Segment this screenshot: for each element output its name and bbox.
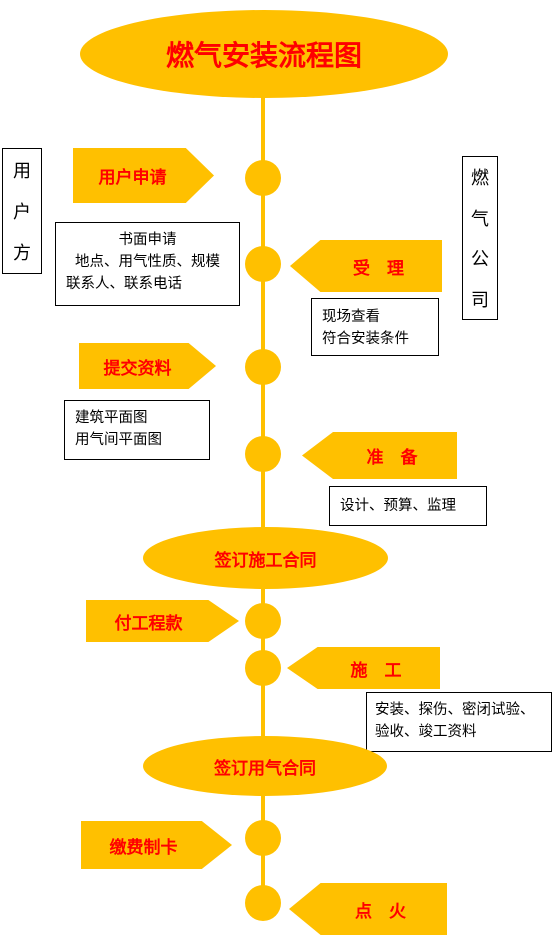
note-line: 设计、预算、监理 — [340, 498, 456, 514]
note-line: 用气间平面图 — [75, 432, 162, 448]
step-prepare-arrow: 准 备 — [302, 432, 457, 479]
note-line: 现场查看 — [322, 309, 380, 325]
step-construct-label: 施 工 — [350, 660, 402, 681]
step-accept-arrow: 受 理 — [290, 240, 442, 292]
step-ignite-arrow: 点 火 — [289, 883, 447, 935]
milestone-sign-contract: 签订施工合同 — [143, 527, 388, 589]
note-line: 建筑平面图 — [75, 410, 148, 426]
company-side-char: 燃 — [471, 168, 489, 190]
step-apply-arrow: 用户申请 — [73, 148, 214, 203]
step-pay-arrow: 付工程款 — [86, 600, 239, 642]
timeline-node — [245, 246, 281, 282]
milestone-sign-gas: 签订用气合同 — [143, 736, 387, 796]
step-pay-label: 付工程款 — [114, 613, 183, 634]
timeline-node — [245, 603, 281, 639]
company-side-char: 司 — [471, 289, 489, 311]
note-line: 验收、竣工资料 — [375, 724, 477, 740]
step-submit-label: 提交资料 — [103, 358, 172, 379]
milestone-sign-contract-label: 签订施工合同 — [214, 550, 317, 571]
timeline-node — [245, 820, 281, 856]
note-line: 地点、用气性质、规模 — [75, 254, 220, 270]
note-construct: 安装、探伤、密闭试验、 验收、竣工资料 — [366, 692, 552, 752]
company-side-label: 燃 气 公 司 — [462, 156, 498, 320]
user-side-label: 用 户 方 — [2, 148, 42, 274]
timeline-line — [261, 70, 265, 905]
company-side-char: 气 — [471, 208, 489, 230]
note-accept: 现场查看 符合安装条件 — [311, 298, 439, 356]
step-prepare-label: 准 备 — [366, 448, 418, 468]
step-card-label: 缴费制卡 — [109, 837, 178, 858]
company-side-char: 公 — [471, 249, 489, 271]
step-card-arrow: 缴费制卡 — [81, 821, 232, 869]
timeline-node — [245, 436, 281, 472]
note-line: 符合安装条件 — [322, 331, 409, 347]
timeline-node — [245, 885, 281, 921]
title-ellipse: 燃气安装流程图 — [80, 10, 448, 98]
user-side-char: 方 — [13, 243, 31, 265]
step-apply-label: 用户申请 — [98, 168, 167, 188]
step-submit-arrow: 提交资料 — [79, 343, 216, 389]
step-construct-arrow: 施 工 — [287, 647, 440, 689]
note-submit: 建筑平面图 用气间平面图 — [64, 400, 210, 460]
page-title: 燃气安装流程图 — [165, 39, 362, 72]
user-side-char: 户 — [13, 201, 31, 223]
step-accept-label: 受 理 — [353, 258, 404, 279]
note-line: 联系人、联系电话 — [66, 276, 182, 292]
note-prepare: 设计、预算、监理 — [329, 486, 487, 526]
note-apply: 书面申请 地点、用气性质、规模 联系人、联系电话 — [55, 222, 240, 306]
note-line: 安装、探伤、密闭试验、 — [375, 702, 535, 718]
timeline-node — [245, 650, 281, 686]
milestone-sign-gas-label: 签订用气合同 — [214, 758, 316, 779]
timeline-node — [245, 160, 281, 196]
timeline-node — [245, 349, 281, 385]
note-line: 书面申请 — [118, 232, 177, 248]
user-side-char: 用 — [13, 160, 31, 182]
step-ignite-label: 点 火 — [355, 901, 406, 922]
